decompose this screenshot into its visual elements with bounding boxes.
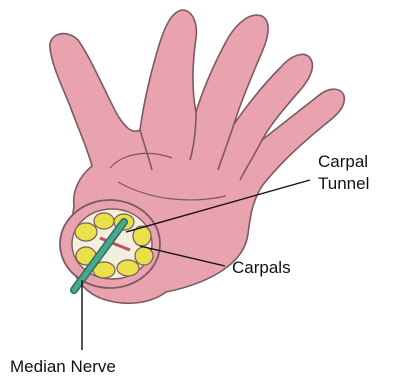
label-median-nerve: Median Nerve xyxy=(10,357,116,377)
label-carpal-tunnel-line1: Carpal xyxy=(318,152,368,172)
carpal-bone xyxy=(135,247,153,265)
label-carpals: Carpals xyxy=(232,258,291,278)
carpal-bone xyxy=(117,260,139,276)
label-carpal-tunnel-line2: Tunnel xyxy=(318,174,369,194)
carpal-bone xyxy=(94,213,114,229)
carpal-bone xyxy=(75,223,97,241)
